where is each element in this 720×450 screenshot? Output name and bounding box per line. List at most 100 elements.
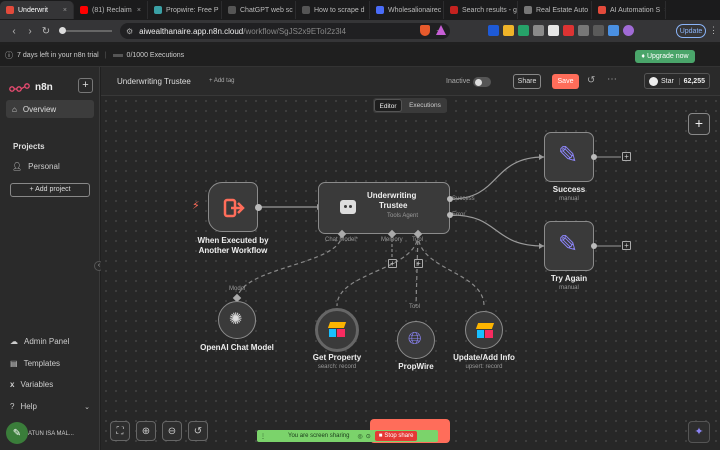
extension-icon[interactable] bbox=[533, 25, 544, 36]
brave-shield-icon[interactable] bbox=[420, 25, 430, 36]
drag-handle-icon[interactable]: ⋮ bbox=[260, 433, 266, 440]
success-label: Success bbox=[552, 185, 586, 194]
extension-icon[interactable] bbox=[503, 25, 514, 36]
browser-tab[interactable]: Wholesalionairec× bbox=[370, 1, 444, 19]
executions-progress-bar bbox=[112, 54, 123, 57]
extension-icon[interactable] bbox=[563, 25, 574, 36]
tab-label: AI Automation S bbox=[610, 6, 661, 14]
create-button[interactable]: + bbox=[78, 78, 93, 93]
workflow-name[interactable]: Underwriting Trustee bbox=[117, 77, 191, 86]
browser-tab[interactable]: ChatGPT web sc× bbox=[222, 1, 296, 19]
add-after-success-button[interactable]: + bbox=[622, 152, 631, 161]
browser-tab[interactable]: Propwire: Free P× bbox=[148, 1, 222, 19]
output-dot-success[interactable] bbox=[447, 196, 453, 202]
sharing-pause-icon[interactable]: ◎ bbox=[357, 433, 363, 440]
stop-share-button[interactable]: ■ Stop share bbox=[374, 431, 418, 441]
close-tab-icon[interactable]: × bbox=[62, 6, 67, 14]
profile-avatar-icon[interactable] bbox=[623, 25, 634, 36]
sidebar-item-overview[interactable]: ⌂ Overview bbox=[6, 100, 94, 118]
zoom-out-button[interactable]: ⊖ bbox=[162, 421, 182, 441]
user-name[interactable]: ATUN ISA MAL... bbox=[28, 431, 74, 437]
browser-menu-icon[interactable]: ⋮ bbox=[709, 25, 718, 35]
edit-pen-icon: ✎ bbox=[12, 427, 22, 439]
output-dot-error[interactable] bbox=[447, 212, 453, 218]
close-tab-icon[interactable]: × bbox=[136, 6, 141, 14]
openai-chat-model-node[interactable]: ✺ bbox=[218, 301, 256, 339]
tab-label: Real Estate Auto bbox=[536, 6, 589, 14]
share-button[interactable]: Share bbox=[513, 74, 541, 89]
url-field[interactable]: ⚙ aiwealthanaire.app.n8n.cloud/workflow/… bbox=[120, 23, 450, 39]
active-toggle[interactable] bbox=[473, 77, 491, 87]
history-icon[interactable]: ↺ bbox=[587, 75, 596, 86]
update-button[interactable]: Update bbox=[676, 24, 706, 38]
cloud-icon: ☁ bbox=[10, 337, 18, 346]
success-node[interactable]: ✎ bbox=[544, 132, 594, 182]
extension-icon[interactable] bbox=[488, 25, 499, 36]
forward-icon[interactable]: › bbox=[28, 25, 32, 37]
try-again-node[interactable]: ✎ bbox=[544, 221, 594, 271]
edit-pencil-icon: ✎ bbox=[558, 142, 579, 169]
save-button[interactable]: Save bbox=[552, 74, 579, 89]
zoom-slider[interactable] bbox=[59, 27, 112, 34]
sidebar-item-variables[interactable]: x Variables bbox=[10, 380, 54, 389]
user-avatar[interactable]: ✎ bbox=[6, 422, 28, 444]
success-subtitle: manual bbox=[559, 196, 579, 202]
github-star-button[interactable]: Star 62,255 bbox=[644, 73, 710, 89]
agent-node[interactable]: Underwriting Trustee Tools Agent Success… bbox=[318, 182, 475, 234]
workflow-header: Underwriting Trustee + Add tag Inactive … bbox=[101, 67, 720, 96]
connections bbox=[236, 154, 621, 307]
site-info-icon[interactable]: ⚙ bbox=[126, 26, 134, 36]
brave-rewards-icon[interactable] bbox=[436, 25, 446, 35]
output-dot[interactable] bbox=[591, 154, 597, 160]
workflow-canvas[interactable]: Editor Executions ⚡︎ When Executed by An… bbox=[101, 96, 720, 450]
trigger-node[interactable] bbox=[208, 182, 258, 232]
browser-tab[interactable]: Underwrit× bbox=[0, 1, 74, 19]
extension-icon[interactable] bbox=[593, 25, 604, 36]
star-count: 62,255 bbox=[678, 77, 709, 85]
back-icon[interactable]: ‹ bbox=[12, 25, 16, 37]
reset-zoom-button[interactable]: ↺ bbox=[188, 421, 208, 441]
propwire-node[interactable]: 🌐︎ bbox=[397, 321, 435, 359]
tab-executions[interactable]: Executions bbox=[409, 102, 441, 109]
add-project-button[interactable]: + Add project bbox=[10, 183, 90, 197]
browser-tab[interactable]: AI Automation S× bbox=[592, 1, 666, 19]
zoom-in-button[interactable]: ⊕ bbox=[136, 421, 156, 441]
sidebar-item-templates[interactable]: ▤ Templates bbox=[10, 359, 61, 368]
tab-editor[interactable]: Editor bbox=[374, 99, 402, 112]
tab-favicon-icon bbox=[598, 6, 606, 14]
sharing-hide-icon[interactable]: ⊙ bbox=[365, 433, 371, 440]
browser-tab[interactable]: (81) Reclaim× bbox=[74, 1, 148, 19]
add-memory-button[interactable]: + bbox=[388, 259, 397, 268]
sidebar-item-help[interactable]: ? Help ⌄ bbox=[10, 402, 90, 411]
options-menu-icon[interactable]: ⋯ bbox=[607, 74, 617, 85]
output-dot[interactable] bbox=[255, 204, 262, 211]
connection-propwire bbox=[415, 233, 419, 307]
add-tag-button[interactable]: + Add tag bbox=[209, 78, 235, 84]
extension-icon[interactable] bbox=[578, 25, 589, 36]
fit-view-button[interactable]: ⛶ bbox=[110, 421, 130, 441]
ai-assistant-button[interactable]: ✦ bbox=[688, 421, 710, 443]
n8n-logo[interactable]: n8n bbox=[9, 82, 53, 93]
stop-icon: ■ bbox=[378, 433, 383, 439]
upgrade-button[interactable]: ♦ Upgrade now bbox=[635, 50, 695, 63]
browser-tab[interactable]: Search results - g× bbox=[444, 1, 518, 19]
update-add-info-subtitle: upsert: record bbox=[465, 364, 503, 370]
sidebar-item-personal[interactable]: 👤︎ Personal bbox=[12, 162, 60, 171]
extension-icon[interactable] bbox=[608, 25, 619, 36]
add-after-tryagain-button[interactable]: + bbox=[622, 241, 631, 250]
update-add-info-node[interactable] bbox=[465, 311, 503, 349]
add-node-button[interactable]: + bbox=[688, 113, 710, 135]
reload-icon[interactable]: ↻ bbox=[41, 25, 51, 37]
connection-success bbox=[450, 156, 545, 200]
close-tab-icon[interactable]: × bbox=[664, 7, 665, 14]
output-dot[interactable] bbox=[591, 243, 597, 249]
browser-tab[interactable]: Real Estate Auto× bbox=[518, 1, 592, 19]
extension-icon[interactable] bbox=[548, 25, 559, 36]
add-tool-button[interactable]: + bbox=[414, 259, 423, 268]
browser-tab[interactable]: How to scrape d× bbox=[296, 1, 370, 19]
extension-icon[interactable] bbox=[518, 25, 529, 36]
close-tab-icon[interactable]: × bbox=[369, 7, 370, 14]
get-property-subtitle: search: record bbox=[317, 364, 357, 370]
sidebar-item-admin-panel[interactable]: ☁ Admin Panel bbox=[10, 337, 70, 346]
get-property-node[interactable] bbox=[315, 308, 359, 352]
